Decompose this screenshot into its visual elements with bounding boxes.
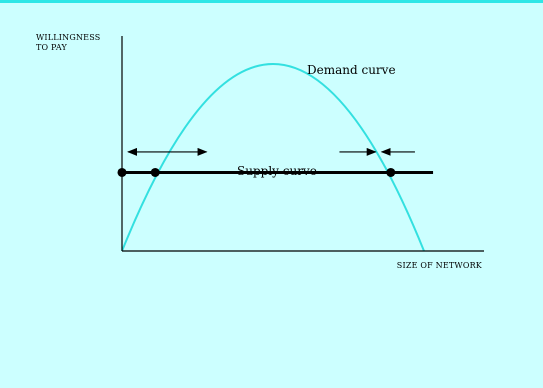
equilibrium-point-3 [386,167,396,177]
top-rule [0,0,543,3]
demand-curve [121,63,425,252]
demand-curve-label: Demand curve [307,63,396,77]
y-axis-label-line1: WILLINGNESS [36,33,100,42]
equilibrium-point-2 [150,167,160,177]
x-axis-label: SIZE OF NETWORK [397,261,483,270]
y-axis-label-line2: TO PAY [36,43,68,52]
equilibrium-points [117,167,396,177]
supply-curve-label: Supply curve [237,164,317,178]
equilibrium-point-1 [117,167,127,177]
